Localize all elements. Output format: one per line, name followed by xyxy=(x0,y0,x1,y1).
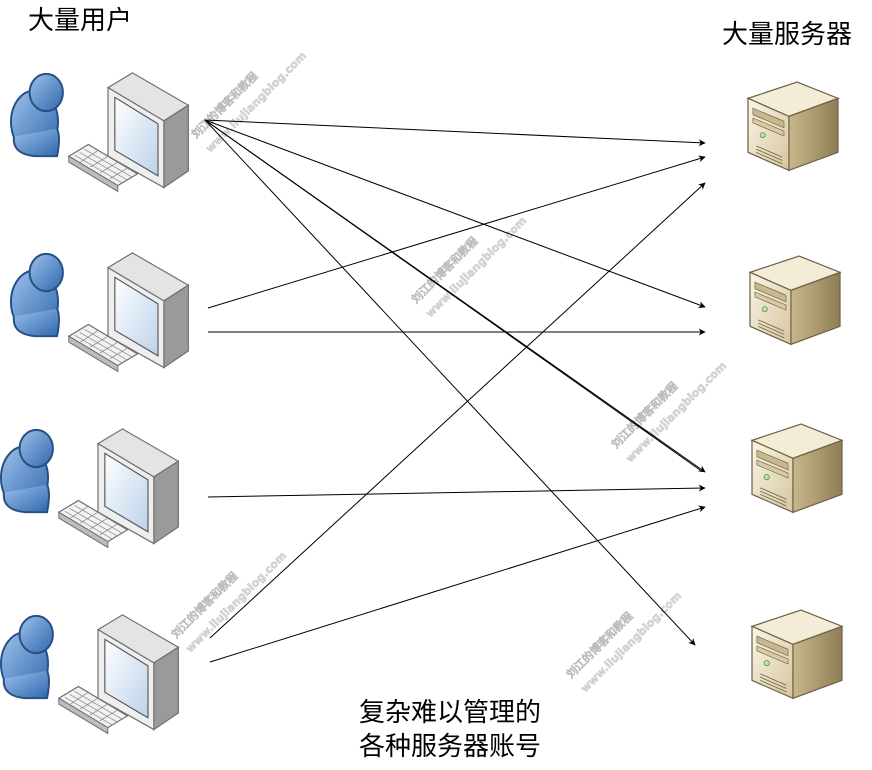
caption-line-2: 各种服务器账号 xyxy=(358,732,541,762)
connection-arrow xyxy=(207,484,706,498)
user-station-icon xyxy=(9,251,190,373)
connection-arrow xyxy=(204,119,701,471)
caption-line-1: 复杂难以管理的 xyxy=(358,698,541,728)
connection-arrow xyxy=(204,119,706,309)
servers-group xyxy=(747,81,843,700)
connections-group xyxy=(204,119,706,663)
connection-arrow xyxy=(209,182,706,639)
servers-title: 大量服务器 xyxy=(722,20,853,50)
users-group xyxy=(0,71,190,735)
server-icon xyxy=(749,255,841,346)
server-icon xyxy=(747,81,839,172)
server-icon xyxy=(751,609,843,700)
connection-arrow xyxy=(209,505,706,663)
caption: 复杂难以管理的 各种服务器账号 xyxy=(330,696,570,764)
user-station-icon xyxy=(9,71,190,193)
user-station-icon xyxy=(0,427,180,549)
connection-arrow xyxy=(207,155,706,309)
connection-arrow xyxy=(204,119,696,646)
server-icon xyxy=(751,423,843,514)
users-title: 大量用户 xyxy=(28,6,133,36)
connection-arrow xyxy=(204,119,706,147)
user-station-icon xyxy=(0,613,180,735)
